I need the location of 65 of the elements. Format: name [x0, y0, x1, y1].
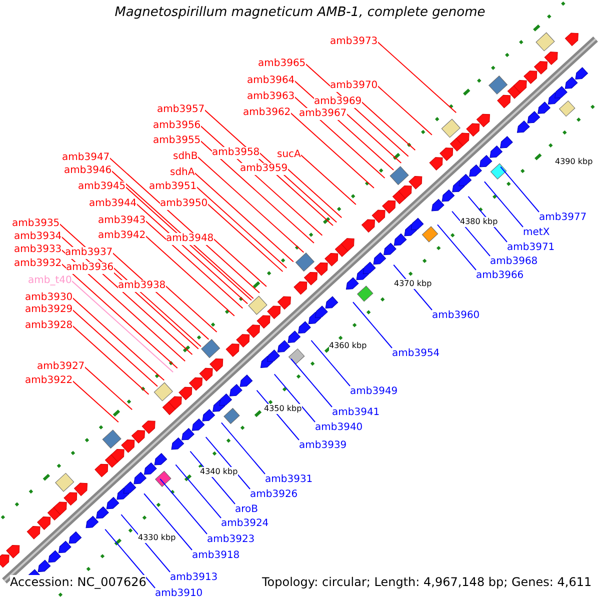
- gene-label: amb3967: [299, 108, 347, 120]
- leader-line: [175, 464, 222, 518]
- leader-line: [310, 340, 350, 386]
- scale-label: 4380 kbp: [460, 217, 498, 227]
- leader-line: [484, 181, 524, 228]
- scale-label: 4390 kbp: [555, 157, 593, 167]
- leader-line: [125, 186, 252, 301]
- gene-label: amb3958: [212, 147, 260, 159]
- leader-line: [500, 166, 540, 212]
- gene-label: amb_t40: [28, 275, 72, 287]
- scale-label: 4340 kbp: [200, 467, 238, 477]
- leader-line: [71, 280, 174, 373]
- leader-line: [194, 172, 294, 262]
- leader-line: [112, 252, 210, 340]
- leader-line: [72, 298, 165, 381]
- leader-line: [346, 114, 402, 164]
- gene-label: amb3948: [166, 233, 214, 245]
- leader-line: [377, 86, 432, 136]
- gene-label: amb3937: [65, 247, 113, 259]
- map-title: Magnetospirillum magneticum AMB-1, complete genome: [114, 5, 486, 21]
- leader-line: [144, 493, 192, 550]
- leader-line: [145, 236, 235, 316]
- leader-line: [104, 528, 156, 588]
- leader-line: [196, 186, 288, 268]
- footer-text: Accession: NC_007626: [10, 575, 146, 589]
- leader-line: [287, 168, 342, 218]
- leader-line: [200, 140, 314, 244]
- leader-line: [436, 224, 476, 270]
- scale-label: 4330 kbp: [138, 533, 176, 543]
- scale-label: 4350 kbp: [264, 404, 302, 414]
- leader-line: [136, 204, 248, 304]
- leader-line: [120, 514, 170, 572]
- leader-line: [61, 264, 178, 369]
- gene-label: amb3950: [160, 198, 208, 210]
- leader-line: [111, 170, 254, 299]
- leader-line: [145, 220, 244, 309]
- leader-line: [84, 366, 133, 410]
- gene-label: amb3959: [240, 163, 288, 175]
- leader-line: [352, 302, 392, 348]
- gene-label: amb3936: [66, 262, 114, 274]
- leader-line: [109, 158, 260, 294]
- leader-line: [207, 204, 284, 272]
- leader-line: [290, 358, 332, 408]
- leader-line: [377, 42, 457, 114]
- leader-line: [213, 238, 267, 287]
- scale-label: 4370 kbp: [394, 279, 432, 289]
- leader-line: [72, 310, 158, 387]
- leader-line: [274, 374, 316, 422]
- leader-line: [160, 478, 208, 534]
- leader-line: [290, 112, 374, 188]
- leader-line: [205, 436, 250, 490]
- gene-label: amb3951: [149, 181, 197, 193]
- gene-label: amb3970: [330, 80, 378, 92]
- leader-line: [165, 286, 218, 332]
- footer-text: Topology: circular; Length: 4,967,148 bp; Genes: 4,611: [262, 575, 592, 589]
- scale-label: 4360 kbp: [329, 341, 367, 351]
- leader-line: [72, 326, 150, 395]
- leader-line: [197, 156, 304, 253]
- leader-line: [452, 210, 490, 256]
- gene-label: amb3938: [118, 280, 166, 292]
- leader-line: [361, 102, 416, 151]
- leader-line: [300, 154, 356, 205]
- leader-line: [220, 422, 266, 474]
- gene-label: amb3969: [314, 96, 362, 108]
- leader-line: [72, 380, 119, 423]
